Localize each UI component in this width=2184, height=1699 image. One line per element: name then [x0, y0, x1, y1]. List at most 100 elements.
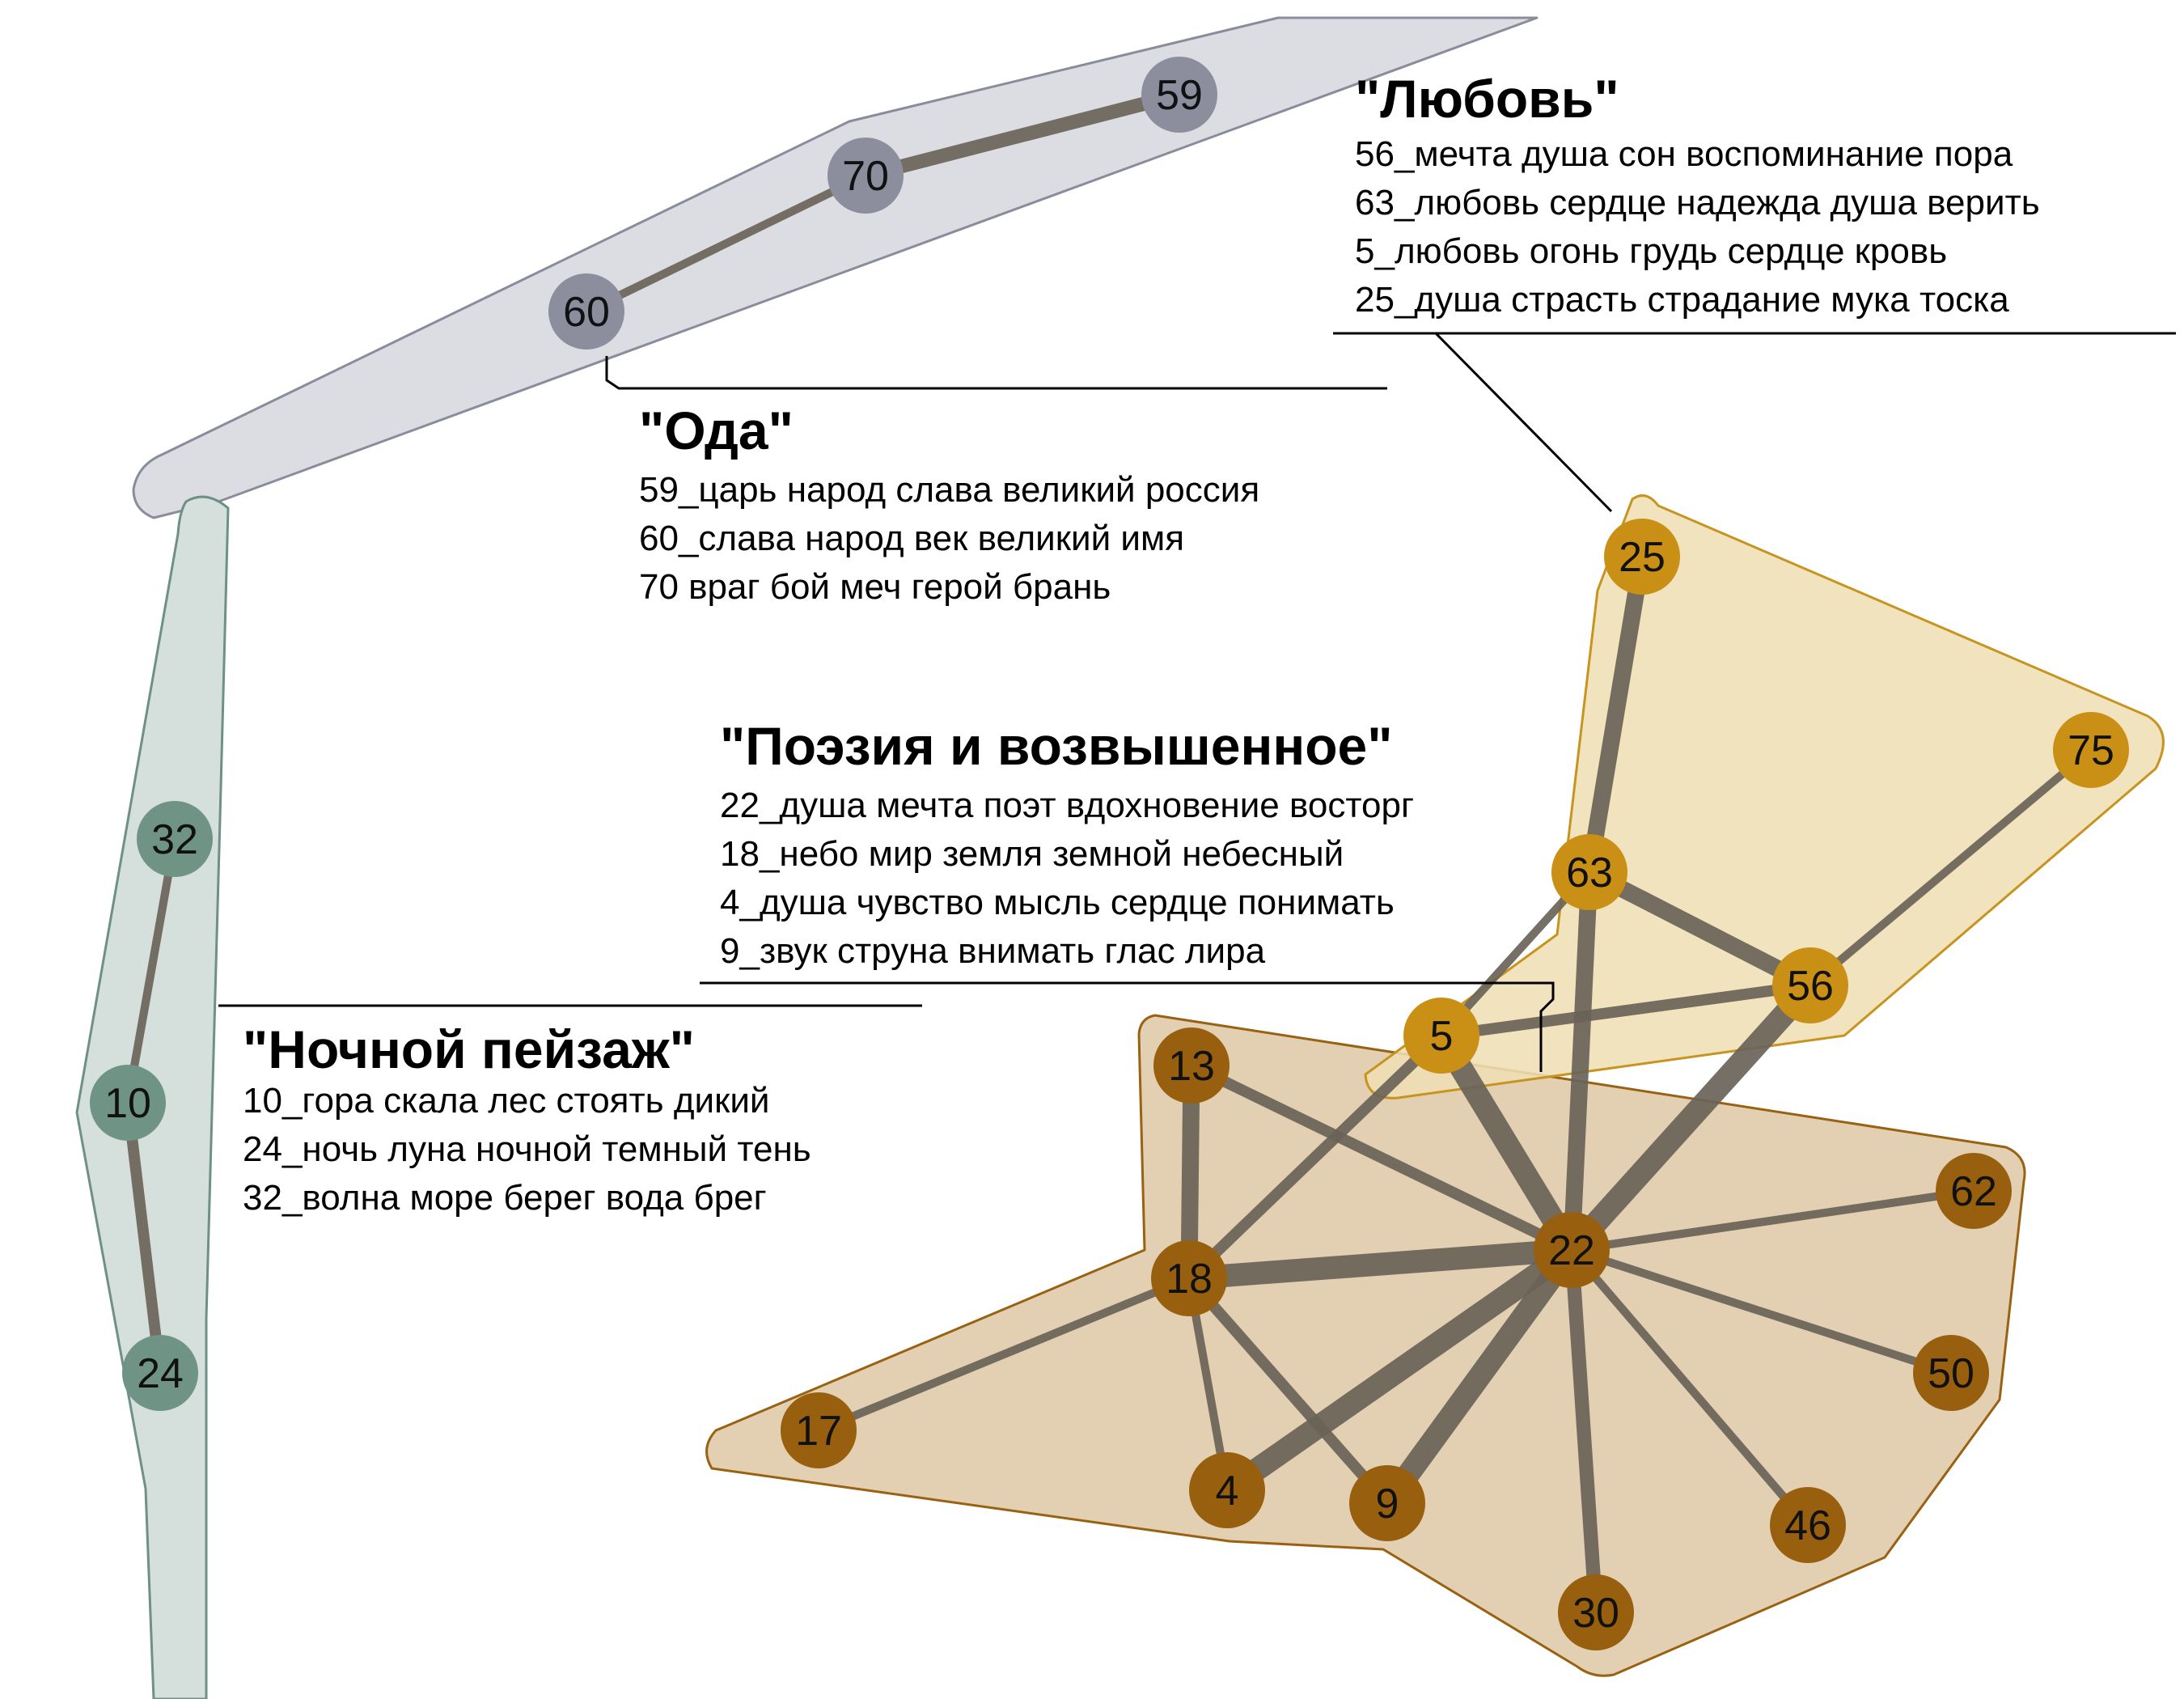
- node-label-56: 56: [1787, 963, 1834, 1010]
- node-label-59: 59: [1156, 72, 1203, 119]
- node-label-60: 60: [563, 289, 610, 336]
- node-circle-32: [137, 801, 213, 877]
- node-circle-18: [1151, 1240, 1227, 1316]
- node-56: 56: [1772, 947, 1848, 1023]
- annotation-oda-topic: 59_царь народ слава великий россия: [639, 470, 1259, 510]
- edge-5-18: [1185, 1032, 1445, 1282]
- annotation-love-topic: 63_любовь сердце надежда душа верить: [1355, 183, 2040, 222]
- node-label-70: 70: [842, 153, 889, 200]
- hull-poetry: [705, 1014, 2026, 1677]
- node-circle-75: [2053, 712, 2129, 788]
- edge-59-70: [863, 87, 1182, 183]
- node-17: 17: [781, 1392, 857, 1468]
- edge-63-56: [1585, 864, 1814, 994]
- edge-25-63: [1581, 555, 1651, 874]
- node-24: 24: [122, 1335, 198, 1411]
- node-circle-56: [1772, 947, 1848, 1023]
- node-circle-46: [1770, 1487, 1846, 1563]
- annotation-night: "Ночной пейзаж" 10_гора скала лес стоять…: [243, 1019, 811, 1218]
- node-circle-17: [781, 1392, 857, 1468]
- node-label-30: 30: [1572, 1590, 1619, 1637]
- node-46: 46: [1770, 1487, 1846, 1563]
- edge-18-22: [1187, 1238, 1573, 1290]
- edge-56-22: [1563, 977, 1819, 1258]
- leader-oda: [605, 356, 1387, 390]
- node-4: 4: [1189, 1452, 1265, 1528]
- annotation-love-topic: 25_душа страсть страдание мука тоска: [1355, 280, 2009, 320]
- edge-13-22: [1188, 1060, 1575, 1256]
- node-label-18: 18: [1166, 1256, 1213, 1303]
- node-50: 50: [1913, 1335, 1989, 1411]
- edge-18-17: [817, 1274, 1191, 1434]
- edge-10-24: [122, 1102, 166, 1374]
- annotation-poetry-topic: 18_небо мир земля земной небесный: [720, 834, 1344, 874]
- edge-5-22: [1431, 1029, 1582, 1256]
- edge-5-56: [1441, 980, 1811, 1041]
- node-label-5: 5: [1430, 1013, 1454, 1060]
- annotation-night-topic: 32_волна море берег вода брег: [243, 1178, 767, 1218]
- annotation-poetry-title: "Поэзия и возвышенное": [720, 716, 1393, 776]
- annotation-leaders: [218, 332, 2176, 1072]
- node-label-63: 63: [1566, 850, 1613, 896]
- edge-22-9: [1378, 1243, 1581, 1510]
- edge-22-4: [1220, 1240, 1579, 1500]
- node-circle-5: [1403, 998, 1479, 1074]
- node-circle-30: [1558, 1574, 1634, 1650]
- node-circle-24: [122, 1335, 198, 1411]
- node-59: 59: [1141, 57, 1217, 133]
- annotation-poetry-topic: 9_звук струна внимать глас лира: [720, 931, 1266, 971]
- annotation-love: "Любовь" 56_мечта душа сон воспоминание …: [1355, 69, 2040, 320]
- node-32: 32: [137, 801, 213, 877]
- node-circle-25: [1604, 519, 1680, 595]
- node-circle-4: [1189, 1452, 1265, 1528]
- node-5: 5: [1403, 998, 1479, 1074]
- node-circle-22: [1534, 1212, 1610, 1288]
- leader-poetry: [700, 981, 1555, 1072]
- node-label-17: 17: [795, 1408, 842, 1455]
- annotation-night-title: "Ночной пейзаж": [243, 1019, 695, 1079]
- node-30: 30: [1558, 1574, 1634, 1650]
- node-label-13: 13: [1168, 1043, 1215, 1090]
- annotation-poetry: "Поэзия и возвышенное" 22_душа мечта поэ…: [720, 716, 1414, 971]
- edge-22-46: [1568, 1247, 1811, 1528]
- annotation-night-topic: 10_гора скала лес стоять дикий: [243, 1081, 769, 1121]
- node-18: 18: [1151, 1240, 1227, 1316]
- edge-32-10: [123, 838, 180, 1104]
- node-label-4: 4: [1216, 1468, 1239, 1515]
- node-label-46: 46: [1784, 1502, 1831, 1549]
- node-circle-62: [1936, 1153, 2012, 1229]
- annotation-oda-title: "Ода": [639, 400, 794, 460]
- node-label-10: 10: [104, 1080, 151, 1127]
- edge-56-75: [1807, 747, 2094, 989]
- network-edges: [122, 87, 2094, 1613]
- annotation-love-title: "Любовь": [1355, 69, 1619, 129]
- network-nodes: 59 70 60 32 10 24 25 75 63 56 5 13 18 22 62 50 17 4 9 46 30: [90, 57, 2129, 1650]
- node-circle-10: [90, 1065, 166, 1141]
- annotation-oda: "Ода" 59_царь народ слава великий россия…: [639, 400, 1259, 607]
- node-label-22: 22: [1548, 1227, 1595, 1274]
- node-9: 9: [1349, 1465, 1425, 1541]
- annotation-poetry-topic: 22_душа мечта поэт вдохновение восторг: [720, 786, 1414, 825]
- node-label-24: 24: [137, 1350, 184, 1397]
- annotation-oda-topic: 60_слава народ век великий имя: [639, 519, 1184, 558]
- node-25: 25: [1604, 519, 1680, 595]
- node-circle-50: [1913, 1335, 1989, 1411]
- edge-22-30: [1564, 1249, 1603, 1613]
- node-13: 13: [1153, 1027, 1230, 1104]
- leader-love: [1333, 332, 2176, 513]
- edge-22-50: [1570, 1246, 1953, 1377]
- node-circle-9: [1349, 1465, 1425, 1541]
- node-10: 10: [90, 1065, 166, 1141]
- node-label-50: 50: [1928, 1350, 1974, 1397]
- node-circle-60: [548, 273, 624, 350]
- annotation-night-topic: 24_ночь луна ночной темный тень: [243, 1129, 811, 1169]
- node-label-32: 32: [151, 816, 198, 863]
- node-label-75: 75: [2068, 727, 2114, 774]
- annotation-poetry-topic: 4_душа чувство мысль сердце понимать: [720, 883, 1395, 922]
- edge-63-22: [1563, 871, 1598, 1251]
- annotation-oda-topic: 70 враг бой меч герой брань: [639, 567, 1111, 607]
- node-label-62: 62: [1950, 1168, 1997, 1215]
- node-62: 62: [1936, 1153, 2012, 1229]
- node-70: 70: [827, 138, 904, 214]
